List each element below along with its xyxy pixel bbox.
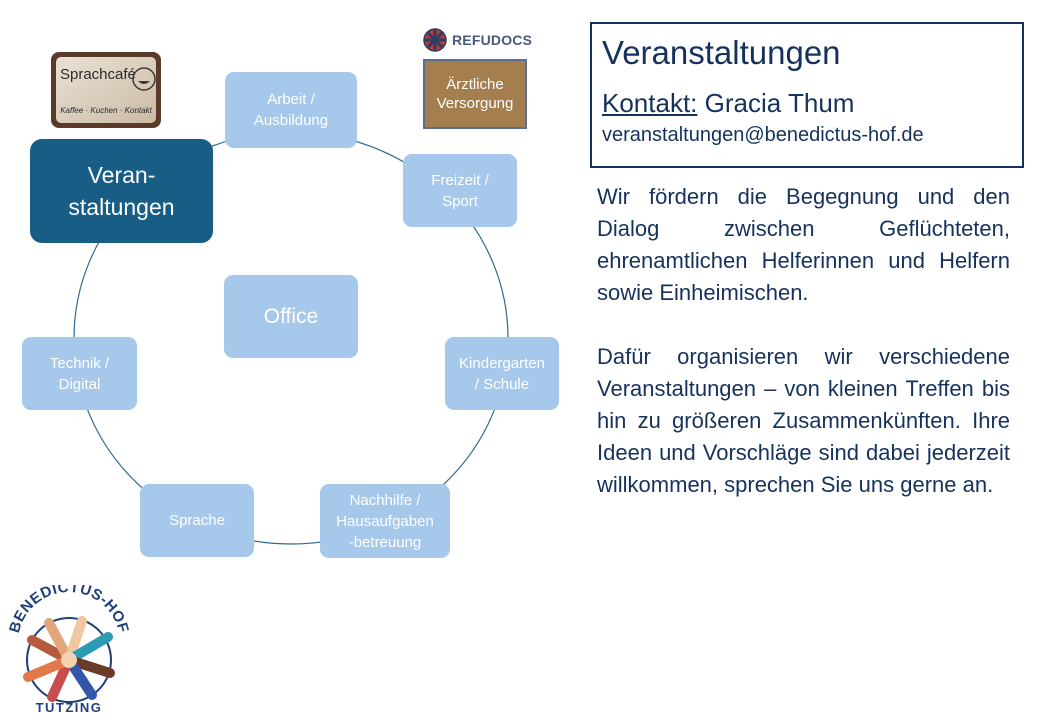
description-paragraph-1: Wir fördern die Begegnung und den Dialog… (597, 184, 1010, 305)
active-node-veranstaltungen[interactable]: Veran- staltungen (30, 139, 213, 243)
contact-label: Kontakt: (602, 88, 698, 118)
contact-line: Kontakt: Gracia Thum (602, 86, 1012, 120)
ring-node-sprache[interactable]: Sprache (140, 484, 254, 557)
contact-email[interactable]: veranstaltungen@benedictus-hof.de (602, 124, 924, 146)
refudocs-globe-icon (423, 28, 447, 52)
center-node-office[interactable]: Office (224, 275, 358, 358)
info-title: Veranstaltungen (602, 34, 841, 71)
refudocs-node-aerztliche-versorgung[interactable]: Ärztliche Versorgung (423, 59, 527, 129)
ring-node-nachhilfe[interactable]: Nachhilfe / Hausaufgaben -betreuung (320, 484, 450, 558)
ring-node-freizeit[interactable]: Freizeit / Sport (403, 154, 517, 227)
ring-node-technik[interactable]: Technik / Digital (22, 337, 137, 410)
contact-name: Gracia Thum (704, 88, 855, 118)
sprachcafe-logo[interactable]: Sprachcafé Kaffee · Kuchen · Kontakt (51, 52, 161, 128)
svg-text:Sprachcafé: Sprachcafé (60, 66, 136, 83)
refudocs-brand-text: REFUDOCS (452, 32, 533, 48)
svg-text:Kaffee · Kuchen · Kontakt: Kaffee · Kuchen · Kontakt (60, 106, 152, 115)
svg-text:TUTZING: TUTZING (36, 700, 103, 715)
description-text: Wir fördern die Begegnung und den Dialog… (597, 181, 1010, 533)
refudocs-brand: REFUDOCS (423, 27, 532, 53)
ring-node-kindergarten[interactable]: Kindergarten / Schule (445, 337, 559, 410)
contact-info-box: Veranstaltungen Kontakt: Gracia Thum ver… (590, 22, 1024, 168)
description-paragraph-2: Dafür organisieren wir verschiedene Vera… (597, 344, 1010, 497)
benedictus-hof-logo[interactable]: BENEDICTUS-HOF TUTZING (4, 585, 134, 715)
ring-node-arbeit[interactable]: Arbeit / Ausbildung (225, 72, 357, 148)
svg-text:BENEDICTUS-HOF: BENEDICTUS-HOF (6, 585, 132, 635)
